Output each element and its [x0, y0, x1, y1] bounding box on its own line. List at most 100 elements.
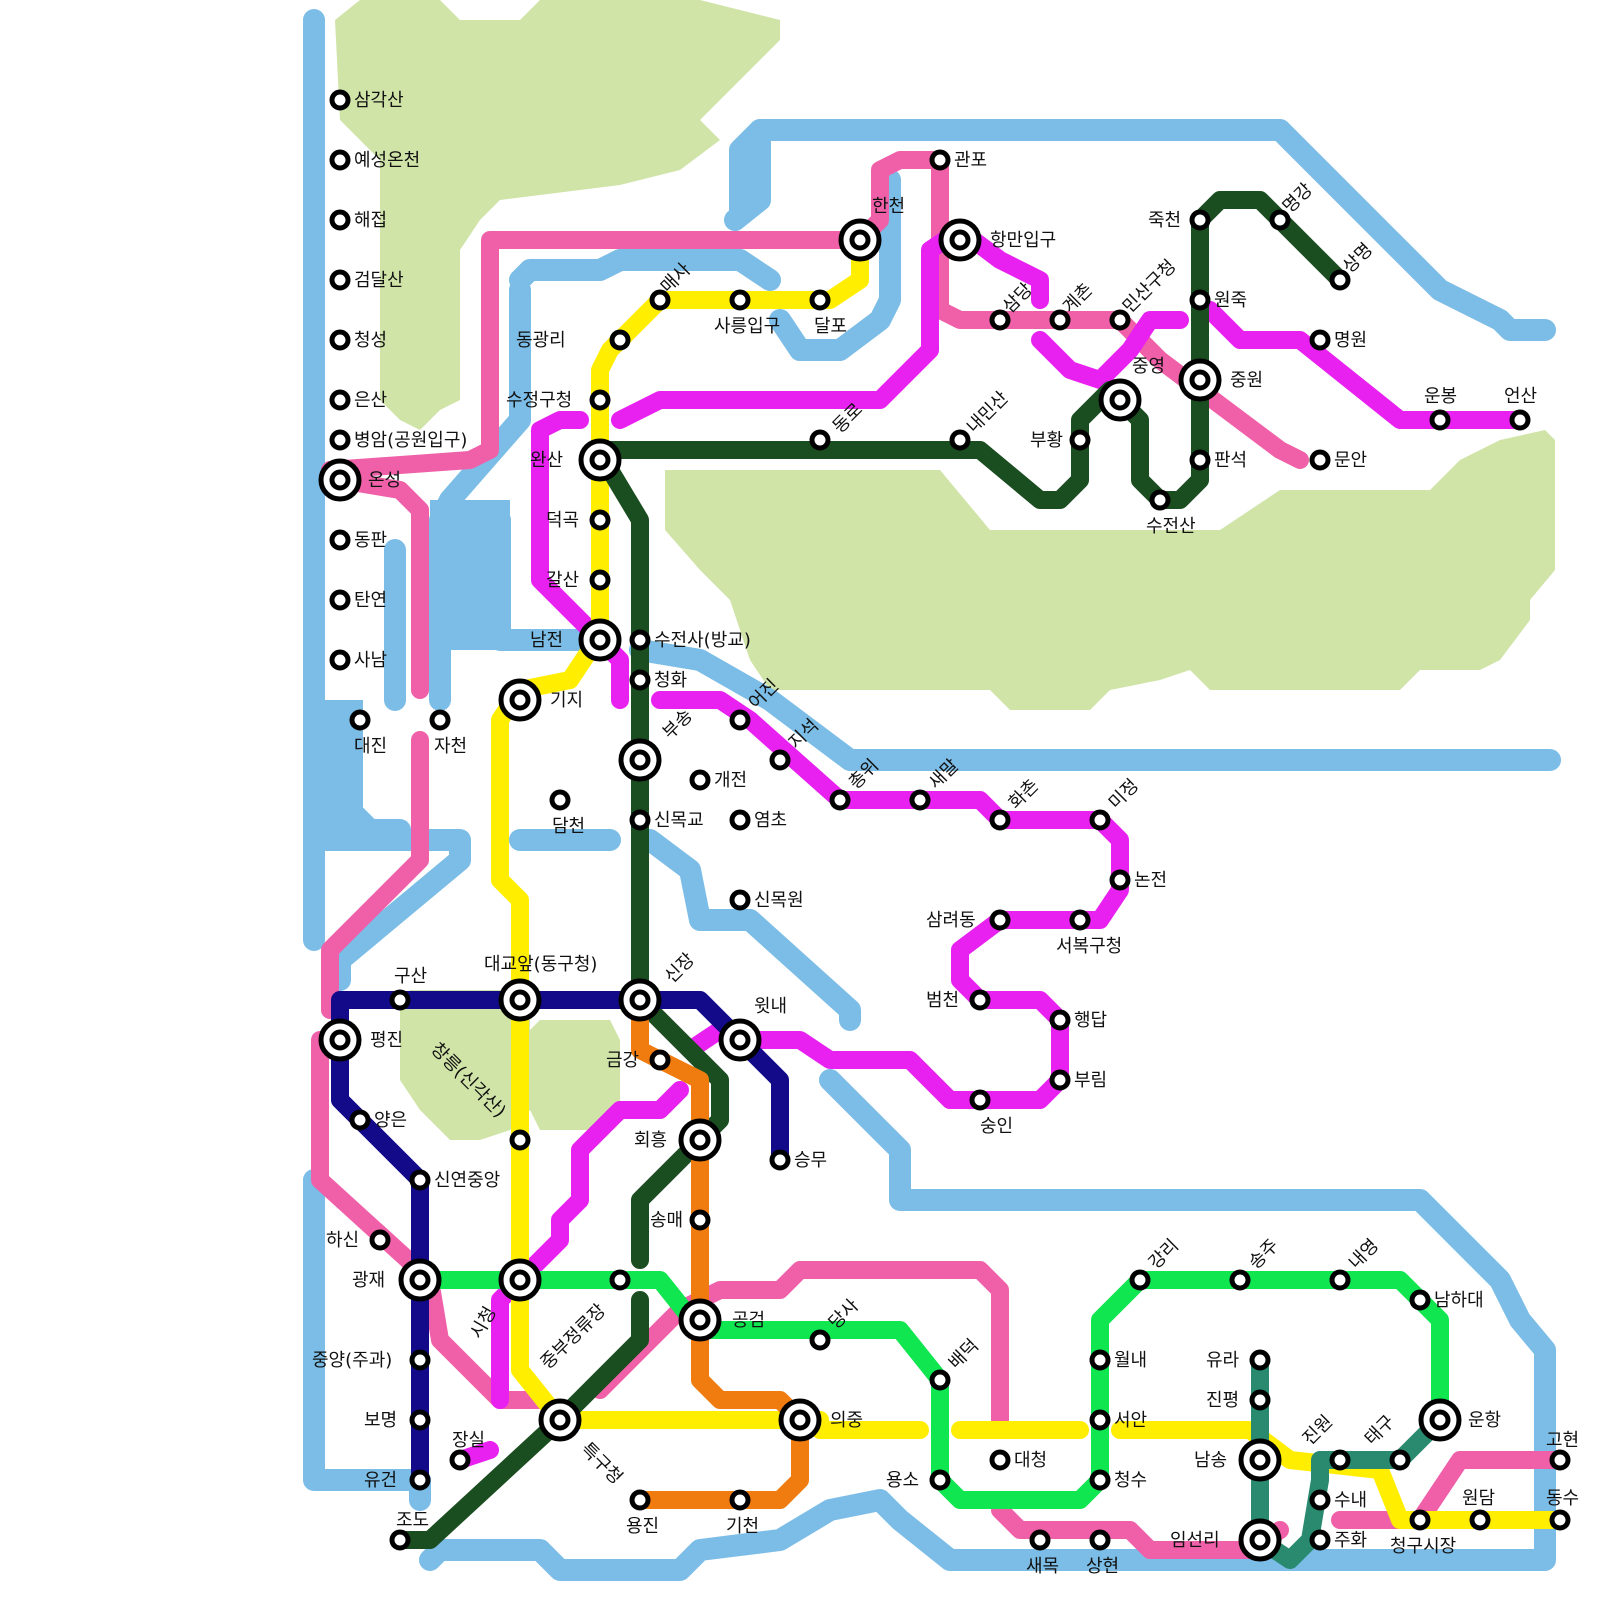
station-marker[interactable] [689, 1209, 711, 1231]
station-marker[interactable] [1069, 909, 1091, 931]
station-label[interactable]: 행답 [1074, 1010, 1107, 1031]
station-label[interactable]: 보명 [364, 1410, 397, 1431]
station-label[interactable]: 사릉입구 [714, 316, 780, 337]
station-marker[interactable] [1509, 409, 1531, 431]
station-label[interactable]: 미정 [1105, 775, 1143, 813]
station-marker[interactable] [809, 1329, 831, 1351]
station-marker[interactable] [1149, 489, 1171, 511]
station-marker[interactable] [809, 429, 831, 451]
station-marker[interactable] [1189, 449, 1211, 471]
station-label[interactable]: 청수 [1114, 1470, 1147, 1491]
station-marker[interactable] [929, 1469, 951, 1491]
station-marker[interactable] [349, 709, 371, 731]
station-marker[interactable] [989, 1449, 1011, 1471]
station-label[interactable]: 동광리 [516, 330, 566, 351]
station-marker[interactable] [989, 309, 1011, 331]
station-marker[interactable] [429, 709, 451, 731]
interchange-marker[interactable] [398, 1258, 442, 1302]
station-label[interactable]: 언산 [1504, 386, 1537, 407]
station-label[interactable]: 화촌 [1005, 775, 1043, 813]
station-label[interactable]: 남송 [1194, 1450, 1227, 1471]
station-label[interactable]: 중부정류장 [537, 1300, 610, 1373]
station-label[interactable]: 수정구청 [506, 390, 572, 411]
station-marker[interactable] [1049, 309, 1071, 331]
station-label[interactable]: 상현 [1086, 1556, 1119, 1577]
station-label[interactable]: 대교앞(동구청) [484, 954, 597, 975]
interchange-marker[interactable] [538, 1398, 582, 1442]
station-marker[interactable] [1329, 1449, 1351, 1471]
station-marker[interactable] [1049, 1069, 1071, 1091]
station-marker[interactable] [1309, 329, 1331, 351]
station-label[interactable]: 자천 [434, 736, 467, 757]
station-marker[interactable] [329, 149, 351, 171]
station-label[interactable]: 대청 [1014, 1450, 1047, 1471]
interchange-marker[interactable] [938, 218, 982, 262]
station-marker[interactable] [329, 529, 351, 551]
interchange-marker[interactable] [618, 738, 662, 782]
station-marker[interactable] [969, 1089, 991, 1111]
station-marker[interactable] [1109, 869, 1131, 891]
station-label[interactable]: 관포 [954, 150, 987, 171]
station-label[interactable]: 광재 [352, 1270, 385, 1291]
station-marker[interactable] [649, 289, 671, 311]
station-marker[interactable] [1189, 209, 1211, 231]
station-marker[interactable] [729, 289, 751, 311]
station-label[interactable]: 청성 [354, 330, 387, 351]
station-marker[interactable] [1309, 1489, 1331, 1511]
station-label[interactable]: 월내 [1114, 1350, 1147, 1371]
station-label[interactable]: 의중 [830, 1410, 863, 1431]
station-marker[interactable] [989, 809, 1011, 831]
station-label[interactable]: 중원 [1230, 370, 1263, 391]
station-marker[interactable] [329, 209, 351, 231]
station-label[interactable]: 구산 [394, 966, 427, 987]
station-label[interactable]: 중영 [1132, 356, 1165, 377]
station-marker[interactable] [729, 809, 751, 831]
station-label[interactable]: 유건 [364, 1470, 397, 1491]
station-marker[interactable] [589, 389, 611, 411]
station-marker[interactable] [1089, 809, 1111, 831]
interchange-marker[interactable] [718, 1018, 762, 1062]
station-marker[interactable] [629, 629, 651, 651]
station-marker[interactable] [1189, 289, 1211, 311]
interchange-marker[interactable] [498, 1258, 542, 1302]
interchange-marker[interactable] [1098, 378, 1142, 422]
station-label[interactable]: 운항 [1468, 1410, 1501, 1431]
station-marker[interactable] [329, 89, 351, 111]
station-marker[interactable] [1089, 1469, 1111, 1491]
station-label[interactable]: 개전 [714, 770, 747, 791]
station-marker[interactable] [1249, 1389, 1271, 1411]
station-marker[interactable] [1309, 1529, 1331, 1551]
station-label[interactable]: 부림 [1074, 1070, 1107, 1091]
station-label[interactable]: 달포 [814, 316, 847, 337]
station-label[interactable]: 하신 [326, 1230, 359, 1251]
station-label[interactable]: 송주 [1245, 1235, 1283, 1273]
interchange-marker[interactable] [618, 978, 662, 1022]
station-marker[interactable] [969, 989, 991, 1011]
station-marker[interactable] [609, 1269, 631, 1291]
station-marker[interactable] [589, 569, 611, 591]
station-label[interactable]: 서안 [1114, 1410, 1147, 1431]
station-marker[interactable] [449, 1449, 471, 1471]
station-label[interactable]: 수전사(방교) [654, 630, 751, 651]
station-label[interactable]: 은산 [354, 390, 387, 411]
station-marker[interactable] [349, 1109, 371, 1131]
station-label[interactable]: 남전 [530, 630, 563, 651]
station-label[interactable]: 용진 [626, 1516, 659, 1537]
interchange-marker[interactable] [678, 1298, 722, 1342]
station-marker[interactable] [329, 429, 351, 451]
station-label[interactable]: 신장 [661, 949, 699, 987]
station-label[interactable]: 유라 [1206, 1350, 1240, 1371]
station-label[interactable]: 고현 [1546, 1430, 1579, 1451]
station-marker[interactable] [1549, 1449, 1571, 1471]
station-label[interactable]: 태구 [1361, 1411, 1399, 1449]
station-marker[interactable] [1469, 1509, 1491, 1531]
station-marker[interactable] [609, 329, 631, 351]
station-label[interactable]: 사남 [354, 650, 387, 671]
interchange-marker[interactable] [1418, 1398, 1462, 1442]
station-marker[interactable] [809, 289, 831, 311]
station-label[interactable]: 동수 [1546, 1488, 1579, 1509]
station-label[interactable]: 강리 [1145, 1235, 1183, 1273]
station-marker[interactable] [649, 1049, 671, 1071]
station-marker[interactable] [1089, 1409, 1111, 1431]
station-marker[interactable] [409, 1169, 431, 1191]
